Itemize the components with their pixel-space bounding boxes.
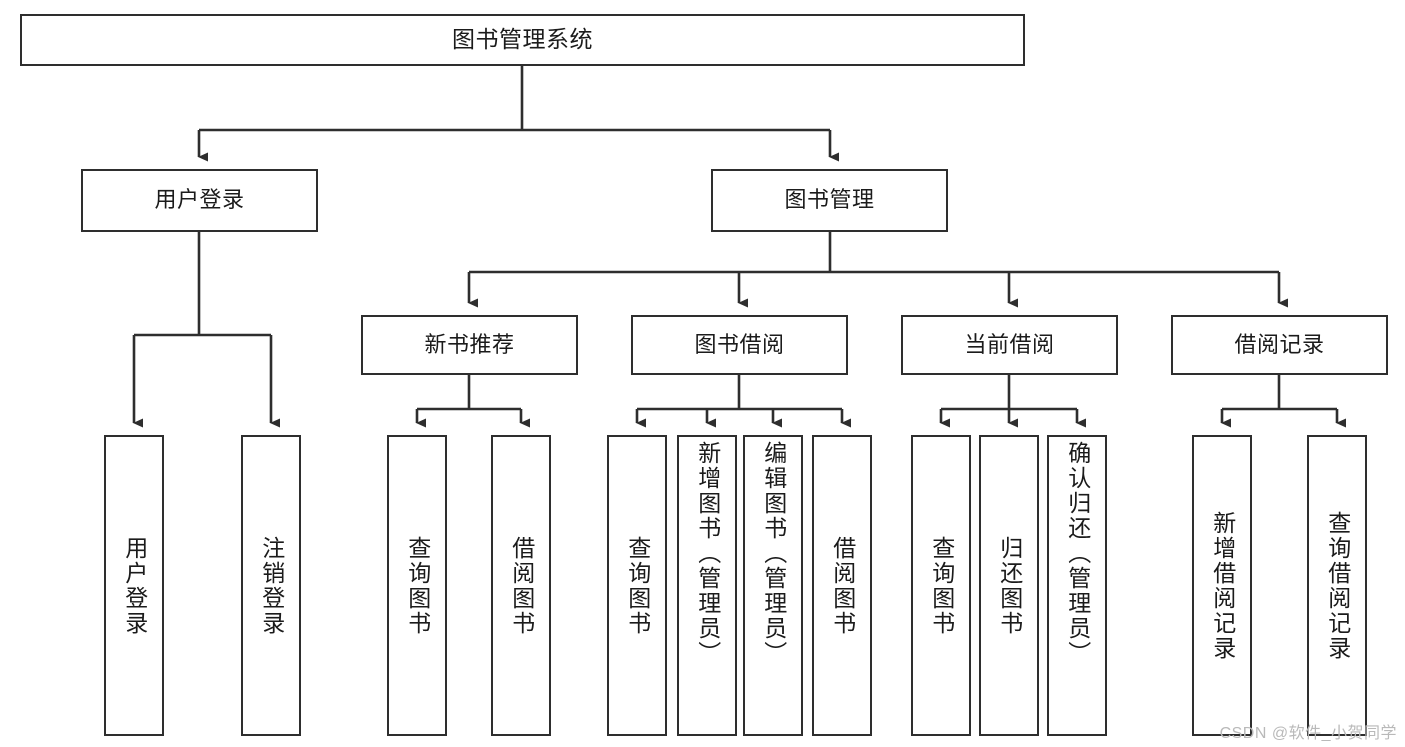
node-label: 借阅图书 [508, 535, 535, 636]
leaf-borrow-book-2[interactable]: 借阅图书 [812, 435, 872, 736]
node-current-borrow[interactable]: 当前借阅 [901, 315, 1118, 375]
node-label: 归还图书 [996, 535, 1023, 636]
leaf-query-book-2[interactable]: 查询图书 [607, 435, 667, 736]
node-label: 查询借阅记录 [1324, 510, 1351, 661]
node-label: 图书管理系统 [452, 26, 593, 53]
node-user-login[interactable]: 用户登录 [81, 169, 318, 232]
leaf-query-book-3[interactable]: 查询图书 [911, 435, 971, 736]
watermark-text: CSDN @软件_小贺同学 [1219, 725, 1397, 742]
node-label: 当前借阅 [964, 331, 1055, 357]
node-label: 确认归还（管理员） [1064, 441, 1091, 666]
leaf-query-borrow-record[interactable]: 查询借阅记录 [1307, 435, 1367, 736]
leaf-confirm-return[interactable]: 确认归还（管理员） [1047, 435, 1107, 736]
node-label: 注销登录 [258, 535, 285, 636]
node-book-management[interactable]: 图书管理 [711, 169, 948, 232]
node-label: 新增图书（管理员） [694, 441, 721, 666]
leaf-logout[interactable]: 注销登录 [241, 435, 301, 736]
node-label: 借阅图书 [829, 535, 856, 636]
node-borrow-record[interactable]: 借阅记录 [1171, 315, 1388, 375]
node-label: 新增借阅记录 [1209, 510, 1236, 661]
node-label: 查询图书 [928, 535, 955, 636]
leaf-add-book[interactable]: 新增图书（管理员） [677, 435, 737, 736]
node-book-borrow[interactable]: 图书借阅 [631, 315, 848, 375]
node-root-system[interactable]: 图书管理系统 [20, 14, 1025, 66]
node-label: 新书推荐 [424, 331, 515, 357]
leaf-user-login[interactable]: 用户登录 [104, 435, 164, 736]
node-label: 编辑图书（管理员） [760, 441, 787, 666]
leaf-borrow-book-1[interactable]: 借阅图书 [491, 435, 551, 736]
node-label: 查询图书 [404, 535, 431, 636]
leaf-return-book[interactable]: 归还图书 [979, 435, 1039, 736]
node-label: 用户登录 [154, 187, 245, 213]
leaf-edit-book[interactable]: 编辑图书（管理员） [743, 435, 803, 736]
node-label: 图书管理 [784, 187, 875, 213]
node-label: 借阅记录 [1234, 331, 1325, 357]
node-new-book-recommend[interactable]: 新书推荐 [361, 315, 578, 375]
leaf-add-borrow-record[interactable]: 新增借阅记录 [1192, 435, 1252, 736]
node-label: 图书借阅 [694, 331, 785, 357]
leaf-query-book-1[interactable]: 查询图书 [387, 435, 447, 736]
node-label: 用户登录 [121, 535, 148, 636]
node-label: 查询图书 [624, 535, 651, 636]
